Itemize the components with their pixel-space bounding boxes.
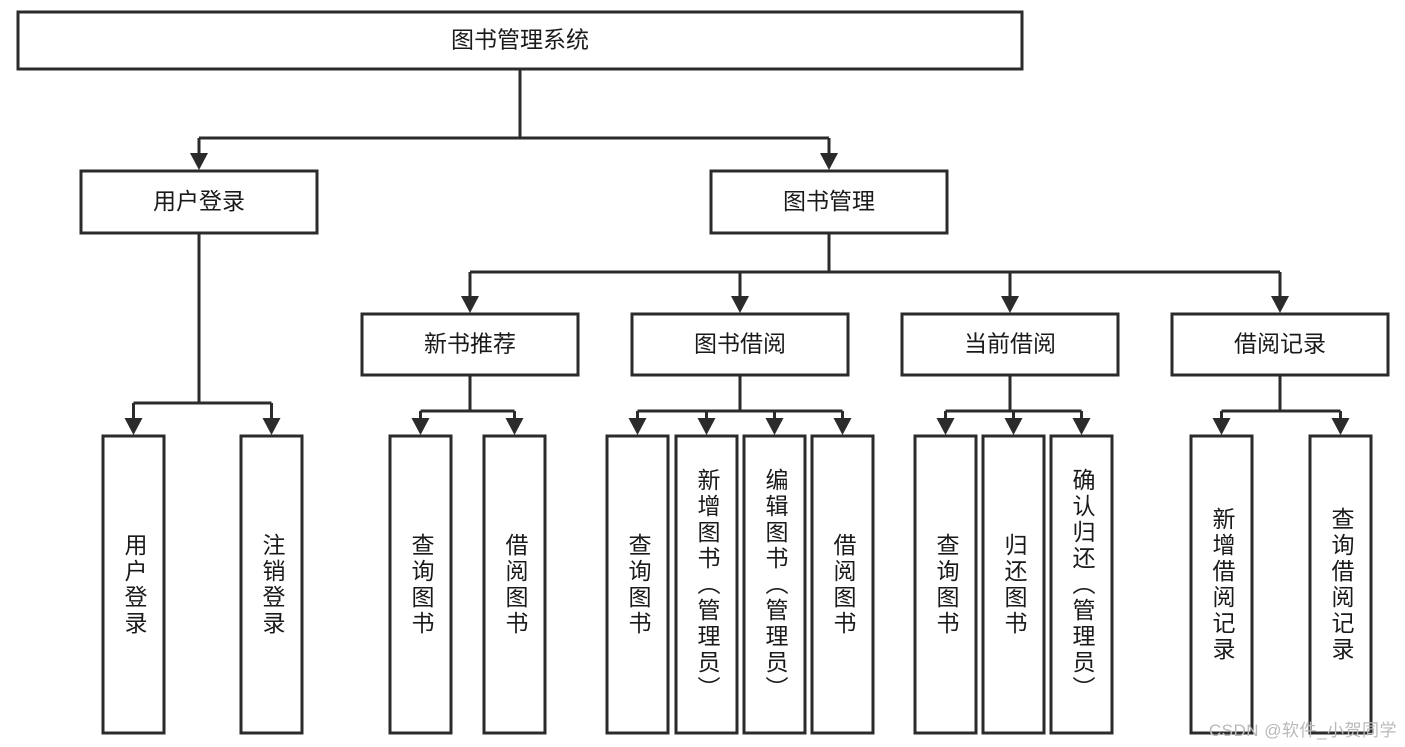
connector-line	[197, 69, 831, 154]
arrow-head-icon	[628, 418, 647, 435]
node-box-leaf-return-book[interactable]	[981, 434, 1046, 735]
arrow-head-icon	[1004, 418, 1023, 435]
arrow-head-icon	[411, 418, 430, 435]
node-label-book-management: 图书管理	[783, 188, 875, 214]
node-box-leaf-add-borrow-record[interactable]	[1189, 434, 1254, 735]
arrow-head-icon	[190, 153, 208, 170]
arrow-head-icon	[833, 418, 852, 435]
arrow-head-icon	[505, 418, 524, 435]
node-label-user-login: 用户登录	[153, 188, 245, 214]
connector-line	[636, 375, 844, 419]
arrow-head-icon	[1001, 296, 1019, 313]
connector-line	[1220, 375, 1342, 419]
node-box-leaf-query-book-current[interactable]	[913, 434, 978, 735]
node-label-root: 图书管理系统	[451, 27, 589, 53]
node-box-book-management[interactable]	[709, 169, 949, 235]
node-box-new-book-recommend[interactable]	[360, 312, 580, 377]
connector-line	[419, 375, 516, 419]
arrow-head-icon	[697, 418, 716, 435]
node-box-leaf-user-login[interactable]	[101, 434, 166, 735]
connector-line	[468, 233, 1282, 297]
arrow-head-icon	[1072, 418, 1091, 435]
arrow-head-icon	[1271, 296, 1289, 313]
node-box-user-login[interactable]	[79, 169, 319, 235]
arrow-head-icon	[731, 296, 749, 313]
watermark-text: CSDN @软件_小贺同学	[1208, 721, 1397, 740]
node-box-leaf-query-book-new[interactable]	[388, 434, 453, 735]
node-box-borrow-record[interactable]	[1170, 312, 1390, 377]
arrow-head-icon	[124, 418, 143, 435]
node-box-leaf-logout-login[interactable]	[239, 434, 304, 735]
node-box-leaf-edit-book-admin[interactable]	[742, 434, 807, 735]
boxes-layer	[16, 10, 1390, 735]
node-box-book-borrow[interactable]	[630, 312, 850, 377]
node-label-borrow-record: 借阅记录	[1234, 331, 1326, 357]
connector-line	[132, 233, 273, 419]
connector-line	[944, 375, 1083, 419]
arrow-head-icon	[820, 153, 838, 170]
arrow-head-icon	[765, 418, 784, 435]
node-box-leaf-borrow-book[interactable]	[810, 434, 875, 735]
node-box-leaf-add-book-admin[interactable]	[674, 434, 739, 735]
node-label-new-book-recommend: 新书推荐	[424, 331, 516, 357]
arrow-head-icon	[461, 296, 479, 313]
arrow-head-icon	[936, 418, 955, 435]
node-label-book-borrow: 图书借阅	[694, 331, 786, 357]
arrow-head-icon	[262, 418, 281, 435]
node-box-leaf-borrow-book-new[interactable]	[482, 434, 547, 735]
edges-layer	[124, 69, 1350, 435]
node-box-leaf-confirm-return-admin[interactable]	[1049, 434, 1114, 735]
node-label-current-borrow: 当前借阅	[964, 331, 1056, 357]
node-box-leaf-query-borrow-record[interactable]	[1308, 434, 1373, 735]
arrow-head-icon	[1331, 418, 1350, 435]
node-box-root[interactable]	[16, 10, 1024, 71]
arrow-head-icon	[1212, 418, 1231, 435]
node-box-current-borrow[interactable]	[900, 312, 1120, 377]
node-box-leaf-query-book-borrow[interactable]	[605, 434, 670, 735]
